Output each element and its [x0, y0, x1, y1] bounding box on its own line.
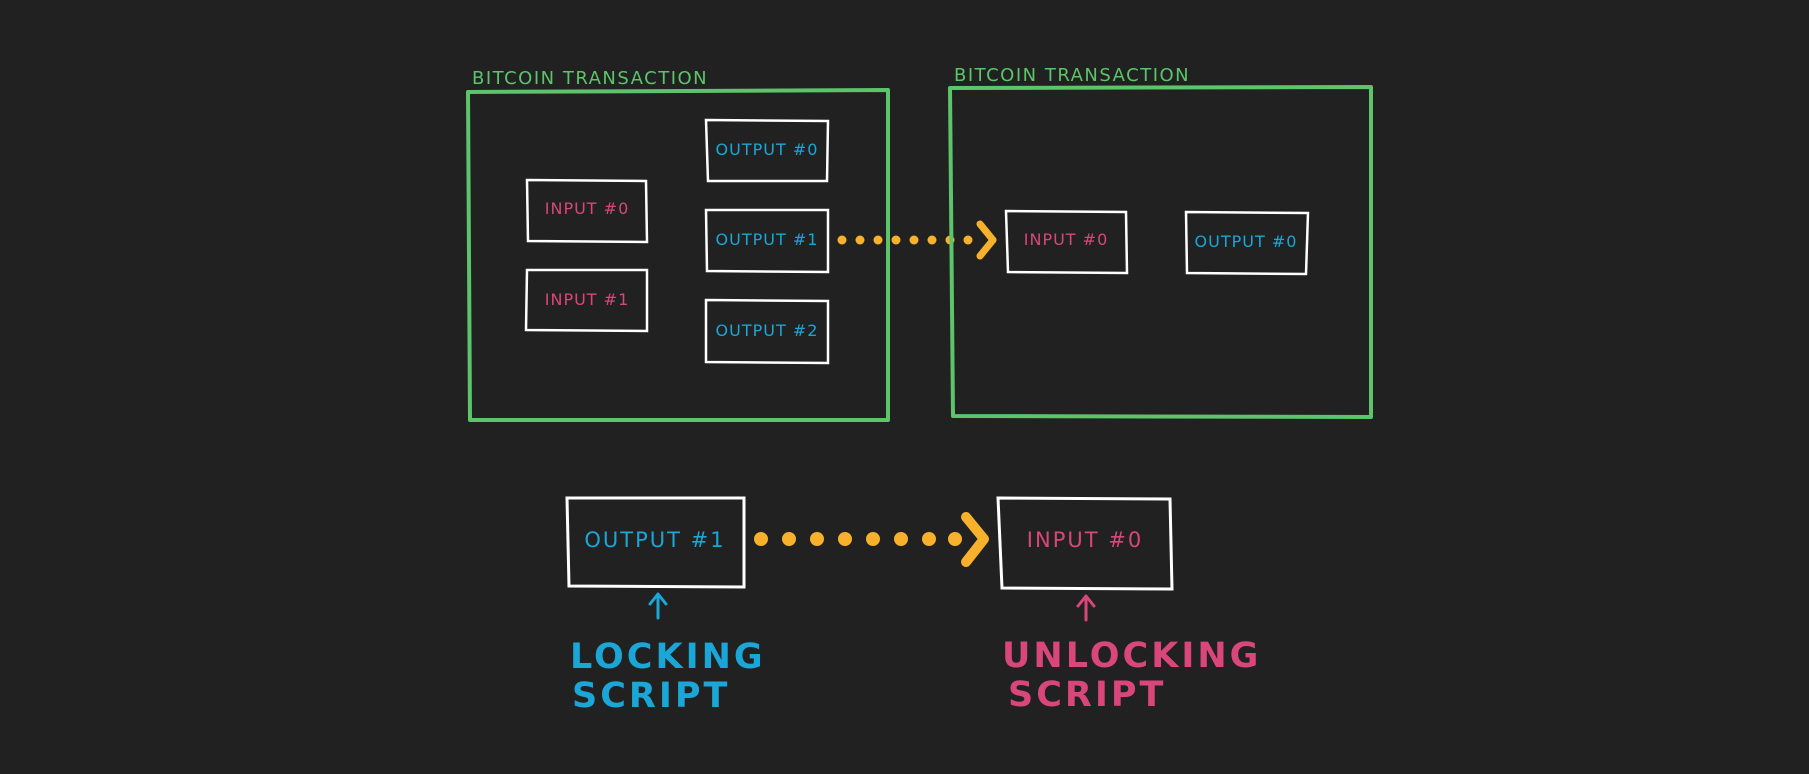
- input-box: [996, 496, 1174, 591]
- transaction-2-frame: [948, 85, 1373, 419]
- transaction-2-output-0: OUTPUT #0: [1184, 210, 1310, 276]
- transaction-2: BITCOIN TRANSACTION INPUT #0 OUTPUT #0: [948, 65, 1373, 419]
- transaction-1-input-0: INPUT #0: [525, 178, 649, 244]
- up-arrow-icon: [648, 592, 668, 620]
- transaction-1: BITCOIN TRANSACTION INPUT #0 INPUT #1 OU…: [466, 68, 890, 422]
- arrow-dot: [838, 532, 852, 546]
- input-label: INPUT #0: [545, 199, 630, 218]
- unlocking-script-line-1: UNLOCKING: [1002, 636, 1261, 676]
- arrow-dot: [837, 235, 847, 245]
- output-box: [1184, 210, 1310, 276]
- arrow-dot: [894, 532, 908, 546]
- output-label: OUTPUT #0: [1195, 232, 1298, 251]
- arrow-head: [961, 512, 989, 567]
- output-label: OUTPUT #0: [716, 140, 819, 159]
- locking-script-line-1: LOCKING: [570, 637, 766, 677]
- output-box: [704, 118, 830, 183]
- output-box: [704, 208, 830, 274]
- output-label: OUTPUT #1: [584, 528, 725, 552]
- transaction-1-title: BITCOIN TRANSACTION: [472, 68, 708, 89]
- arrow-head: [976, 220, 997, 260]
- unlocking-script-line-2: SCRIPT: [1008, 675, 1166, 715]
- input-label: INPUT #0: [1024, 230, 1109, 249]
- transaction-1-frame: [466, 88, 890, 422]
- transaction-1-input-1: INPUT #1: [524, 268, 649, 333]
- arrow-dot: [927, 235, 937, 245]
- output-label: OUTPUT #2: [716, 321, 819, 340]
- transaction-2-input-0: INPUT #0: [1004, 209, 1129, 275]
- arrow-dot: [873, 235, 883, 245]
- transaction-1-output-1: OUTPUT #1: [704, 208, 830, 274]
- arrow-dot: [909, 235, 919, 245]
- input-box: [525, 178, 649, 244]
- input-box: [1004, 209, 1129, 275]
- detail-input: INPUT #0: [996, 496, 1174, 591]
- arrow-dot: [782, 532, 796, 546]
- output-label: OUTPUT #1: [716, 230, 819, 249]
- arrow-dot: [866, 532, 880, 546]
- transaction-2-title: BITCOIN TRANSACTION: [954, 65, 1190, 86]
- arrow-dot: [810, 532, 824, 546]
- input-label: INPUT #1: [545, 290, 630, 309]
- spend-arrow-detail: [754, 512, 989, 567]
- arrow-dot: [855, 235, 865, 245]
- detail-output: OUTPUT #1: [565, 496, 746, 589]
- input-label: INPUT #0: [1027, 528, 1143, 552]
- arrow-dot: [891, 235, 901, 245]
- arrow-dot: [922, 532, 936, 546]
- output-box: [565, 496, 746, 589]
- spend-arrow-top: [837, 220, 997, 260]
- up-arrow-icon: [1076, 594, 1096, 622]
- output-box: [704, 298, 830, 365]
- arrow-dot: [948, 532, 962, 546]
- arrow-dot: [754, 532, 768, 546]
- arrow-dot: [963, 235, 973, 245]
- transaction-1-output-2: OUTPUT #2: [704, 298, 830, 365]
- unlocking-script-callout: UNLOCKING SCRIPT: [1002, 594, 1261, 715]
- locking-script-callout: LOCKING SCRIPT: [570, 592, 766, 716]
- transaction-1-output-0: OUTPUT #0: [704, 118, 830, 183]
- locking-script-line-2: SCRIPT: [572, 676, 730, 716]
- input-box: [524, 268, 649, 333]
